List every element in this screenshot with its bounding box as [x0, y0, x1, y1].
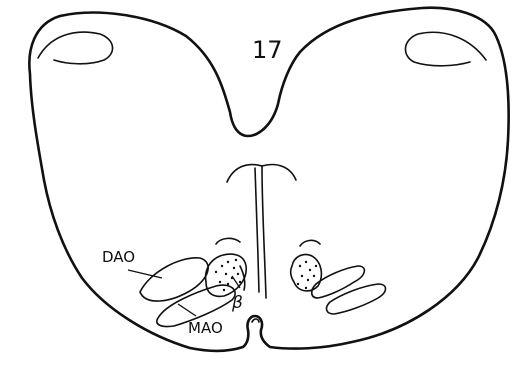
midline-raphe	[262, 166, 266, 298]
raphe-cap-right	[262, 165, 296, 180]
figure-number: 17	[252, 36, 283, 64]
dao-nucleus-left	[140, 258, 208, 301]
small-cap-left	[216, 238, 240, 244]
lamella-right-lower	[327, 284, 386, 314]
principal-olive-left	[206, 254, 247, 296]
mao-leader-line	[178, 304, 196, 316]
label-dao: DAO	[102, 248, 135, 266]
raphe-cap-left	[227, 165, 262, 182]
dao-leader-line	[128, 270, 162, 278]
ventral-notch-detail	[252, 319, 259, 322]
label-beta: β	[231, 293, 243, 313]
small-cap-right	[300, 240, 320, 246]
principal-olive-right	[291, 254, 322, 290]
upper-right-contour	[405, 32, 486, 66]
beta-lobe-left	[240, 266, 245, 290]
upper-left-contour	[38, 32, 113, 64]
raphe-inner-left	[255, 168, 259, 292]
label-mao: MAO	[188, 319, 223, 337]
lamella-right-upper	[312, 266, 365, 298]
